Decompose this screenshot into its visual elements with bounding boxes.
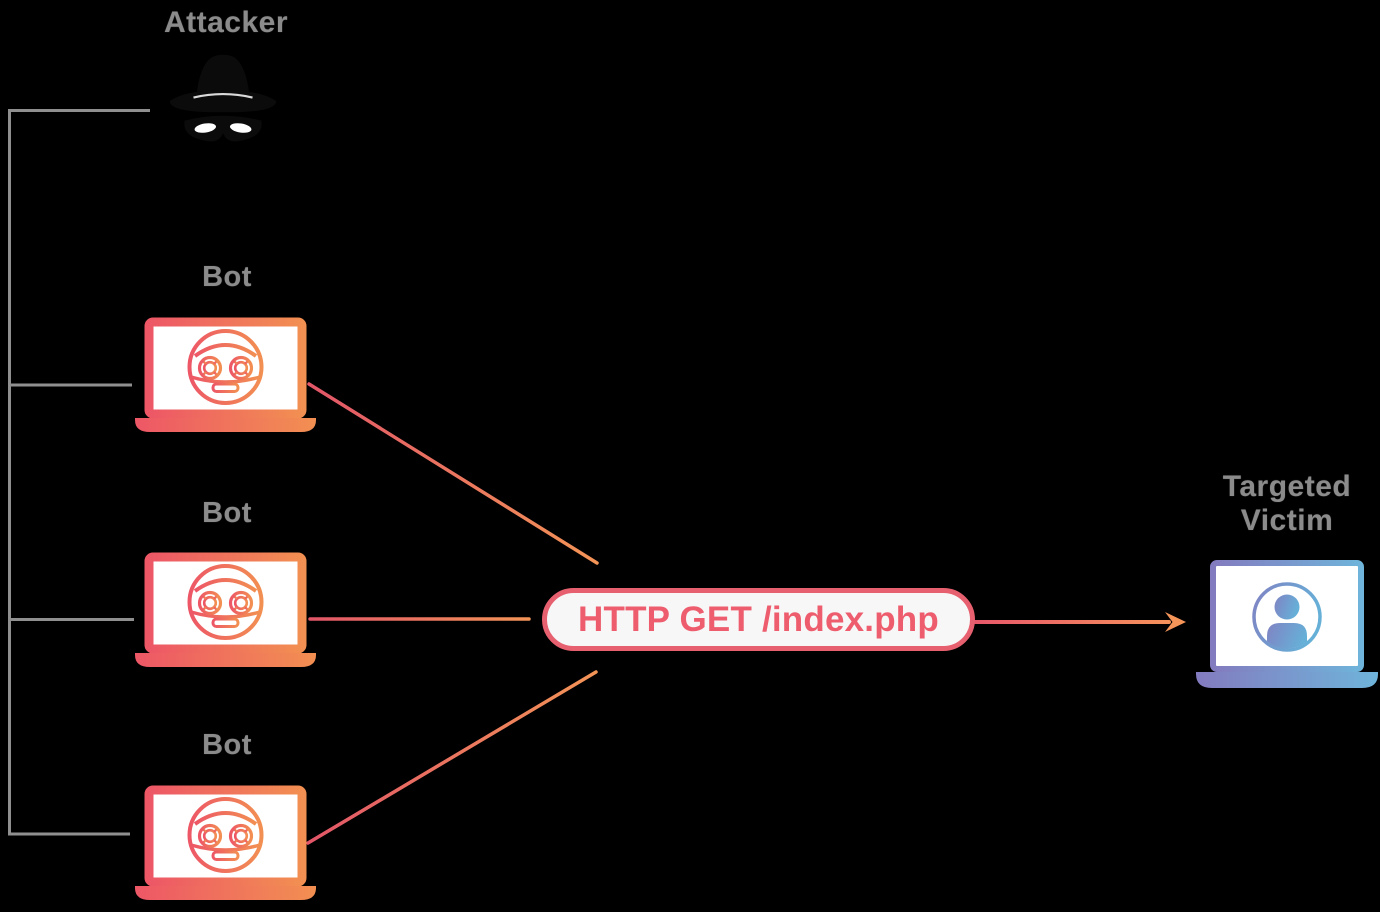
robot-mouth [211, 382, 240, 393]
laptop-base [135, 418, 316, 432]
control-lines-gray [8, 109, 150, 836]
spy-hat-crown [196, 54, 250, 98]
spy-mask [184, 115, 262, 142]
avatar-ring [1252, 582, 1322, 652]
spy-hat-brim [169, 90, 277, 113]
laptop-base [1196, 672, 1378, 688]
robot-face [187, 564, 264, 640]
user-avatar-icon [1252, 582, 1322, 652]
robot-mouth [211, 617, 240, 628]
flow-line-bot1 [307, 382, 599, 565]
robot-laptop-icon [135, 317, 316, 432]
attacker-label: Attacker [163, 6, 289, 39]
robot-eye-right [228, 823, 254, 849]
robot-eye-left [197, 590, 223, 616]
laptop-base [135, 886, 316, 900]
flow-lines-orange [306, 382, 1186, 845]
robot-eye-left [197, 823, 223, 849]
laptop-screen [144, 317, 307, 419]
hat-brim-highlight [193, 93, 253, 99]
spy-eye-left [194, 123, 217, 133]
spy-eye-right [229, 123, 252, 133]
avatar-head [1274, 594, 1300, 620]
bot1-label: Bot [202, 261, 252, 293]
laptop-screen [144, 552, 307, 654]
victim-label: Targeted Victim [1222, 470, 1352, 537]
laptop-base [135, 653, 316, 667]
robot-face [187, 797, 264, 873]
robot-eye-right [228, 590, 254, 616]
bot2-label: Bot [202, 497, 252, 529]
avatar-body [1267, 623, 1307, 649]
user-laptop-icon [1196, 560, 1378, 688]
arrowhead-icon [1165, 612, 1186, 632]
http-request-pill: HTTP GET /index.php [542, 588, 975, 651]
spy-hat-mask-icon [169, 54, 277, 142]
http-request-label: HTTP GET /index.php [578, 599, 939, 639]
laptop-screen [144, 785, 307, 887]
robot-eye-right [228, 355, 254, 381]
robot-laptop-icon [135, 785, 316, 900]
robot-mouth [211, 850, 240, 861]
bot3-label: Bot [202, 729, 252, 761]
robot-face [187, 329, 264, 405]
robot-eye-left [197, 355, 223, 381]
robot-laptop-icon [135, 552, 316, 667]
flow-line-bot3 [306, 670, 598, 845]
